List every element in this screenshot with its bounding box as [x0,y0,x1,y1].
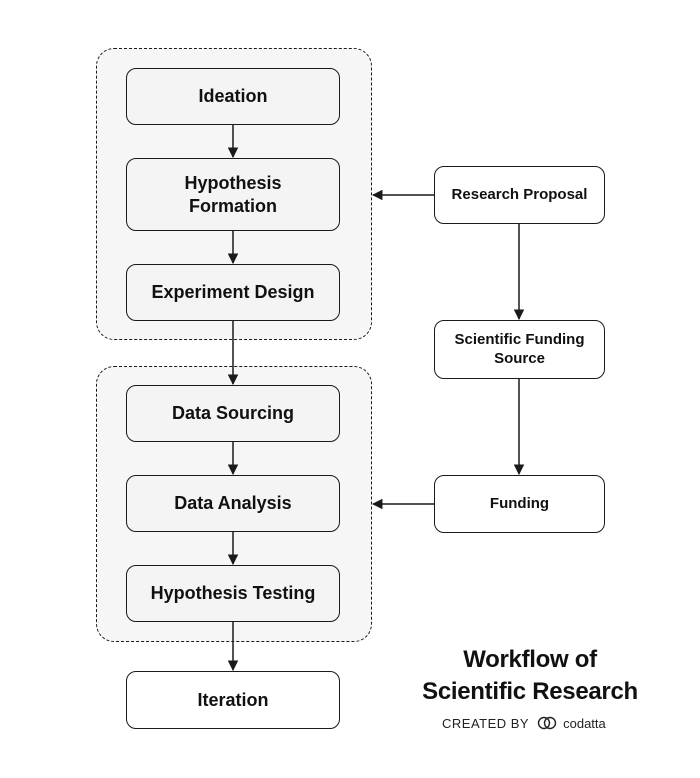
node-data-analysis-label: Data Analysis [174,493,292,514]
diagram-title-line2: Scientific Research [422,678,638,705]
node-experiment-design-label: Experiment Design [151,282,315,303]
credit-label: CREATED BY [442,715,530,731]
credit-brand: codatta [563,715,606,731]
node-hypothesis-testing-label: Hypothesis Testing [150,583,316,604]
node-iteration-label: Iteration [197,689,269,710]
node-hypothesis-formation: Hypothesis Formation [126,158,340,231]
node-funding-label: Funding [489,494,550,512]
node-data-sourcing: Data Sourcing [126,385,340,442]
diagram-title: Workflow of Scientific Research [400,644,660,708]
node-data-sourcing-label: Data Sourcing [171,403,295,424]
node-scientific-funding-source-label: Scientific Funding Source [454,330,585,367]
node-funding: Funding [434,475,605,533]
node-hypothesis-formation-label: Hypothesis Formation [184,173,282,216]
credit: CREATED BY codatta [442,714,606,732]
node-ideation: Ideation [126,68,340,125]
node-research-proposal: Research Proposal [434,166,605,224]
node-experiment-design: Experiment Design [126,264,340,321]
codatta-logo-icon [537,716,559,730]
node-ideation-label: Ideation [198,86,268,107]
node-data-analysis: Data Analysis [126,475,340,532]
node-research-proposal-label: Research Proposal [451,185,588,203]
node-iteration: Iteration [126,671,340,729]
node-hypothesis-testing: Hypothesis Testing [126,565,340,622]
node-scientific-funding-source: Scientific Funding Source [434,320,605,379]
diagram-title-line1: Workflow of [463,646,597,673]
